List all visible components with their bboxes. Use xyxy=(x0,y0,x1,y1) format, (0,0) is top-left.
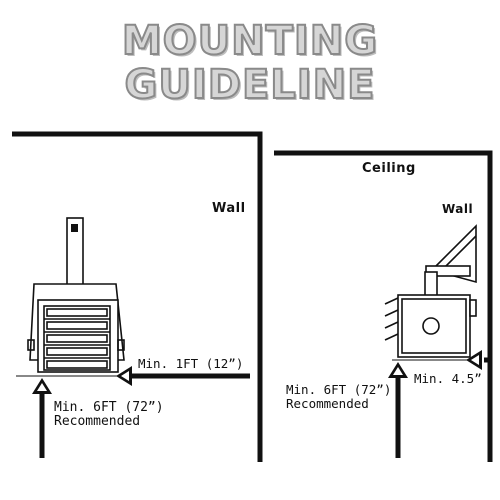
right-room-outline xyxy=(274,150,493,462)
left-floor-clearance-label: Min. 6FT (72”) xyxy=(54,400,164,415)
right-side-clearance-label: Min. 4.5” xyxy=(414,371,482,386)
left-side-clearance-label: Min. 1FT (12”) xyxy=(138,356,244,371)
right-side-clearance-arrow xyxy=(466,350,489,370)
right-floor-clearance-arrow xyxy=(388,362,408,458)
right-heater-unit xyxy=(384,224,477,361)
left-side-clearance-arrow xyxy=(116,366,250,386)
title-line-2: GUIDELINE xyxy=(124,61,376,109)
ceiling-label: Ceiling xyxy=(362,161,416,176)
right-floor-recommended-label: Recommended xyxy=(286,396,369,411)
title-line-1: MOUNTING xyxy=(121,17,379,65)
left-room-outline xyxy=(12,131,263,462)
left-floor-recommended-label: Recommended xyxy=(54,414,141,429)
left-heater-unit xyxy=(16,217,134,377)
left-floor-clearance-arrow xyxy=(32,378,52,458)
right-wall-label: Wall xyxy=(442,202,474,216)
left-wall-label: Wall xyxy=(212,201,246,216)
right-floor-clearance-label: Min. 6FT (72”) xyxy=(286,382,392,397)
